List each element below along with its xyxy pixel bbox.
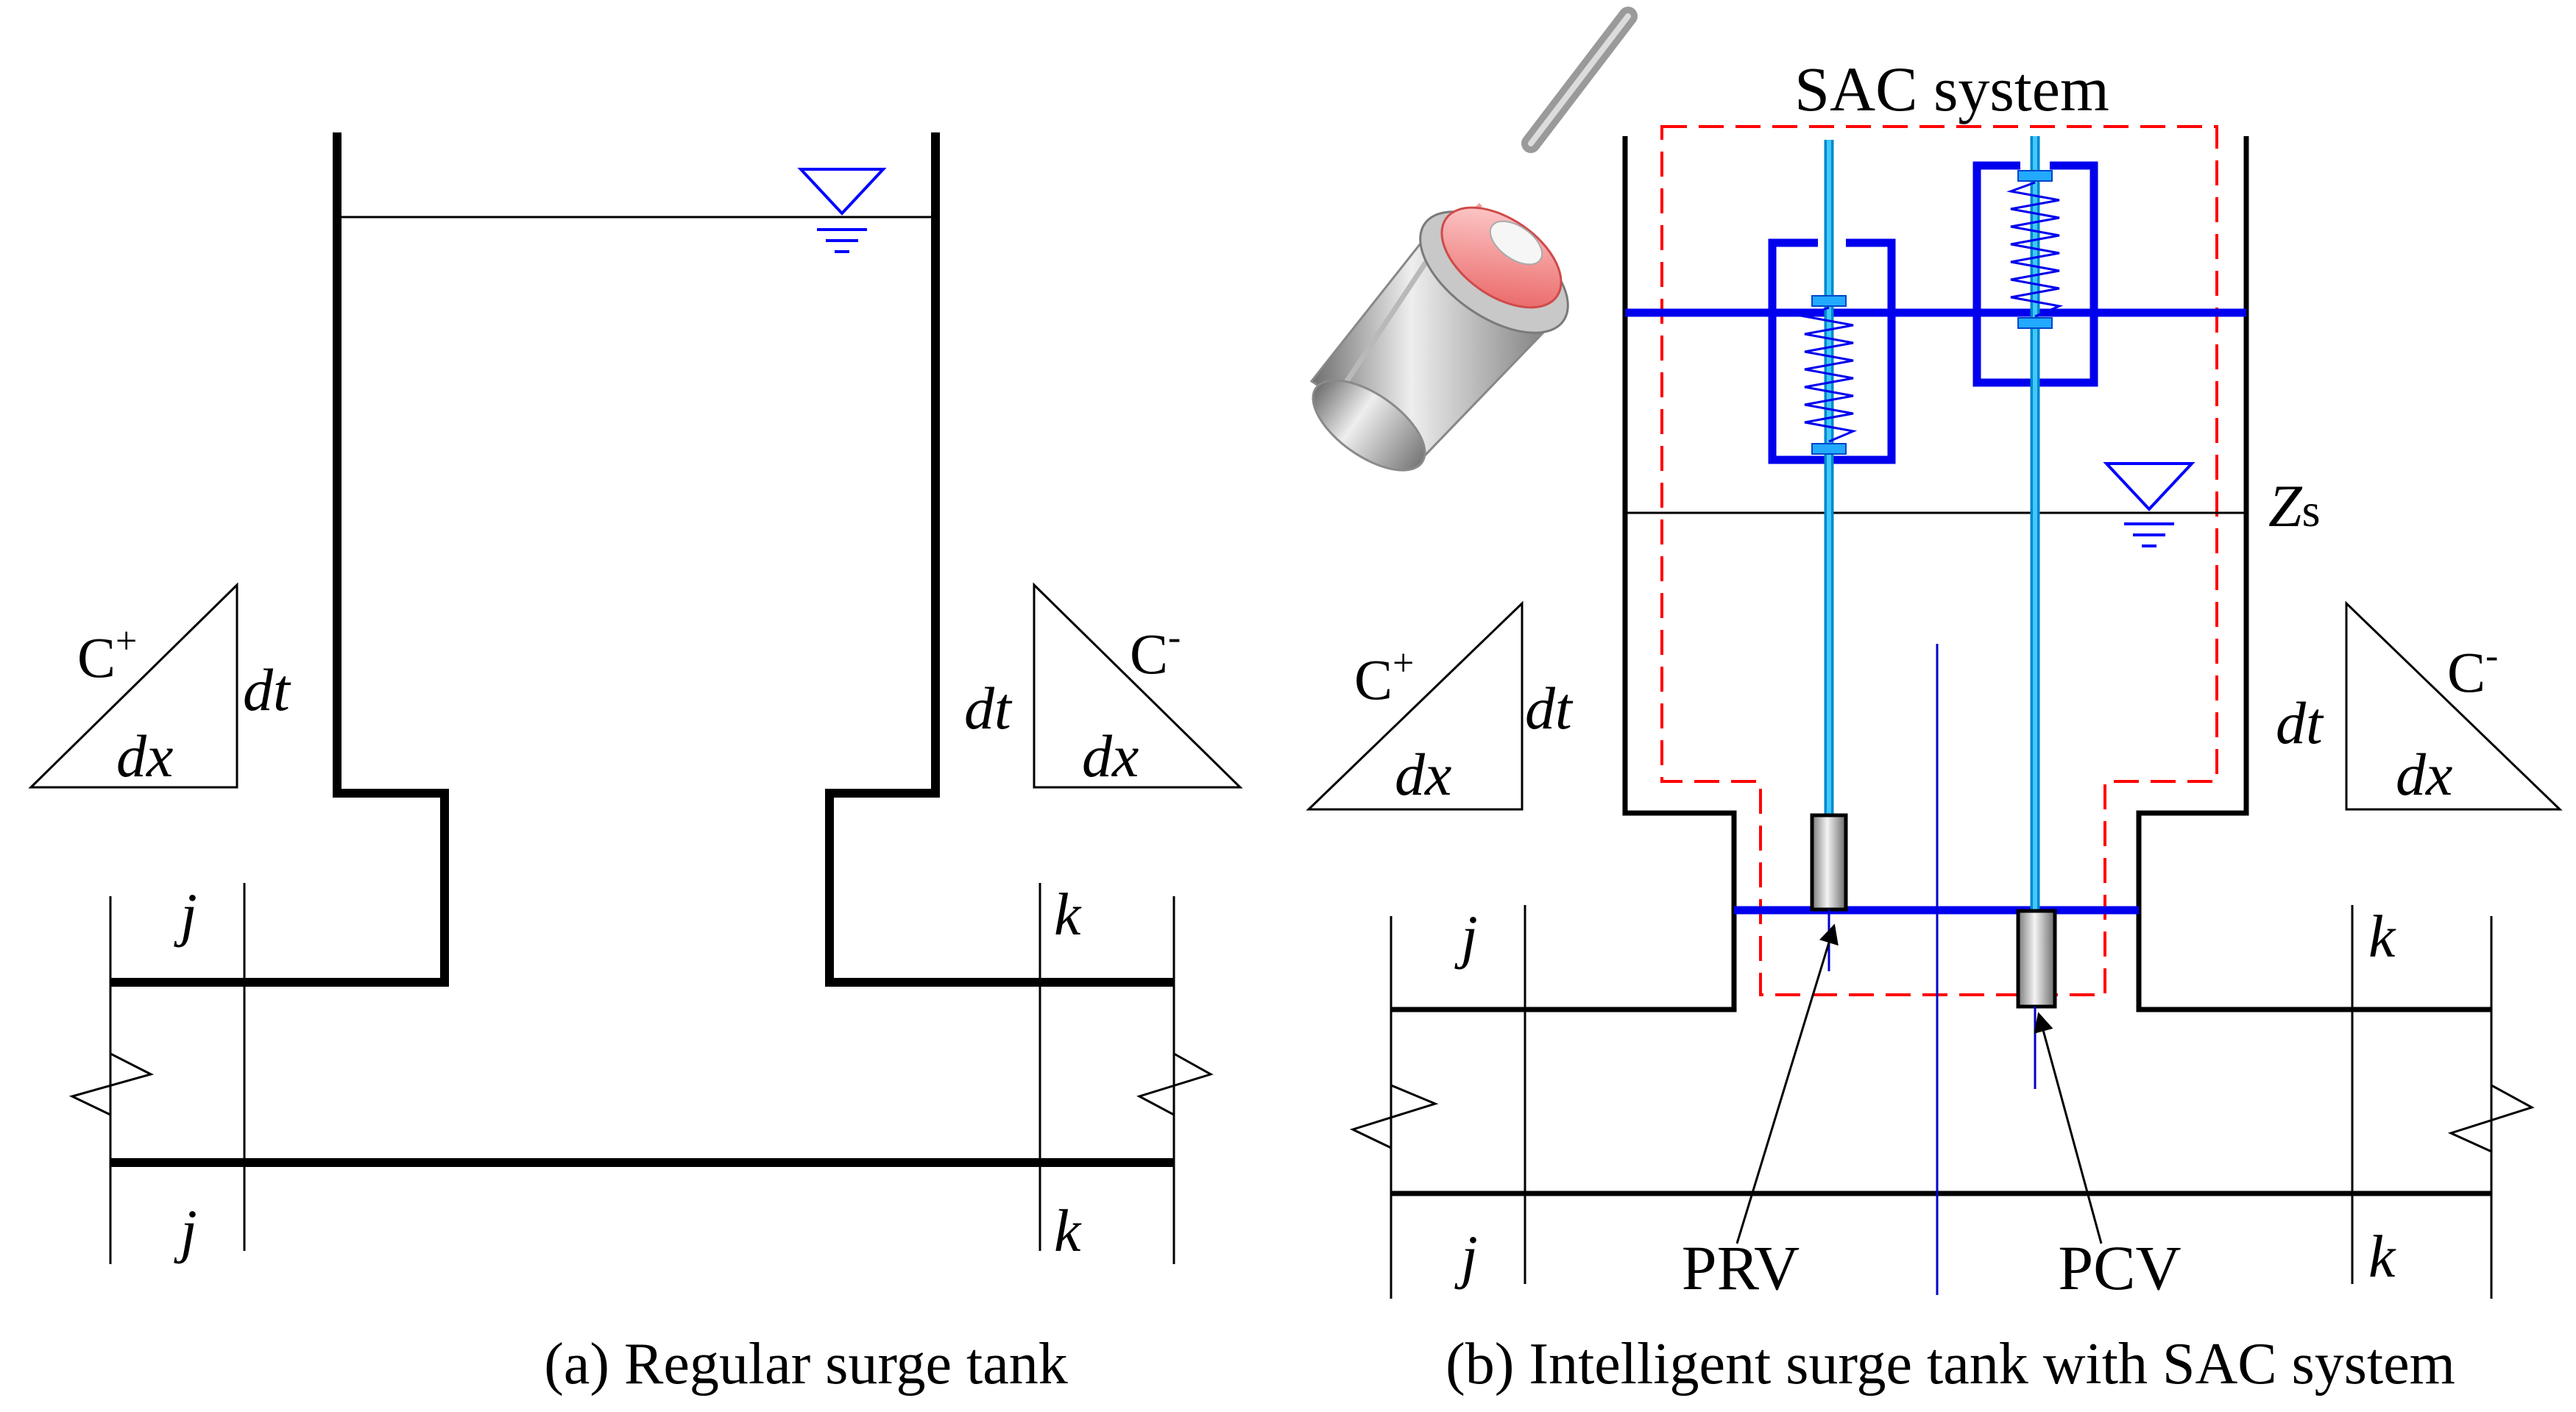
sac-system-boundary (1660, 125, 2218, 996)
sac-system-label: SAC system (1794, 54, 2109, 124)
prv-valve-body (1810, 813, 1848, 912)
node-j-top-a: j (174, 881, 197, 948)
pipe-break-right (1136, 1034, 1214, 1163)
water-level-label: Zs (2268, 472, 2321, 539)
dx-label-a-left: dx (116, 723, 173, 790)
tank-wall-right (825, 132, 1174, 987)
caption-a: (a) Regular surge tank (544, 1332, 1068, 1397)
dx-label-b-right: dx (2396, 741, 2452, 808)
pipe-break-right-b (2447, 1067, 2535, 1193)
caption-b: (b) Intelligent surge tank with SAC syst… (1446, 1332, 2455, 1397)
prv-pointer-arrow (1735, 923, 1839, 1244)
c-minus-label-a: C- (1130, 617, 1181, 686)
c-minus-label-b: C- (2447, 635, 2498, 704)
pcv-valve-body (2016, 909, 2057, 1009)
pipe-break-left-b (1349, 1067, 1439, 1193)
dt-label-a-right: dt (964, 675, 1013, 742)
pcv-spring (2006, 181, 2064, 318)
prv-label: PRV (1682, 1232, 1800, 1303)
dt-label-b-left: dt (1525, 675, 1574, 742)
pipe-break-left (68, 1034, 155, 1163)
tank-wall-right-b (2136, 136, 2491, 1012)
c-plus-label-b: C+ (1354, 642, 1414, 712)
tank-wall-left (110, 132, 449, 987)
node-j-bottom-a: j (174, 1197, 197, 1264)
dt-label-b-right: dt (2276, 689, 2324, 756)
pcv-pointer-arrow (2034, 1012, 2103, 1244)
node-k-bottom-a: k (1054, 1197, 1082, 1264)
panel-a-regular-surge-tank: C+ dt dx C- dt dx j j k k (a) Regular su… (28, 132, 1243, 1397)
node-k-bottom-b: k (2368, 1223, 2396, 1290)
char-triangle-minus-b (2345, 600, 2563, 811)
node-k-top-b: k (2368, 903, 2396, 970)
char-triangle-plus-b (1306, 600, 1524, 811)
prv-spring (1800, 306, 1858, 443)
panel-b-intelligent-surge-tank: C+ dt dx C- dt dx j j k k SAC system Zs … (1306, 7, 2563, 1397)
c-plus-label-a: C+ (77, 620, 137, 689)
node-k-top-a: k (1054, 881, 1082, 948)
prv-assembly (1768, 140, 1896, 971)
pcv-label: PCV (2058, 1232, 2181, 1303)
char-triangle-minus (1033, 582, 1243, 789)
node-j-top-b: j (1454, 903, 1478, 970)
water-level-symbol-b (2103, 462, 2195, 547)
dx-label-a-right: dx (1082, 723, 1139, 790)
pcv-assembly (1972, 136, 2098, 1089)
dt-label-a-left: dt (243, 656, 291, 723)
dx-label-b-left: dx (1395, 741, 1451, 808)
char-triangle-plus (28, 582, 238, 789)
tank-wall-left-b (1391, 136, 1737, 1012)
water-level-symbol (797, 168, 887, 253)
cylinder-illustration (1309, 7, 1638, 472)
node-j-bottom-b: j (1454, 1223, 1478, 1290)
